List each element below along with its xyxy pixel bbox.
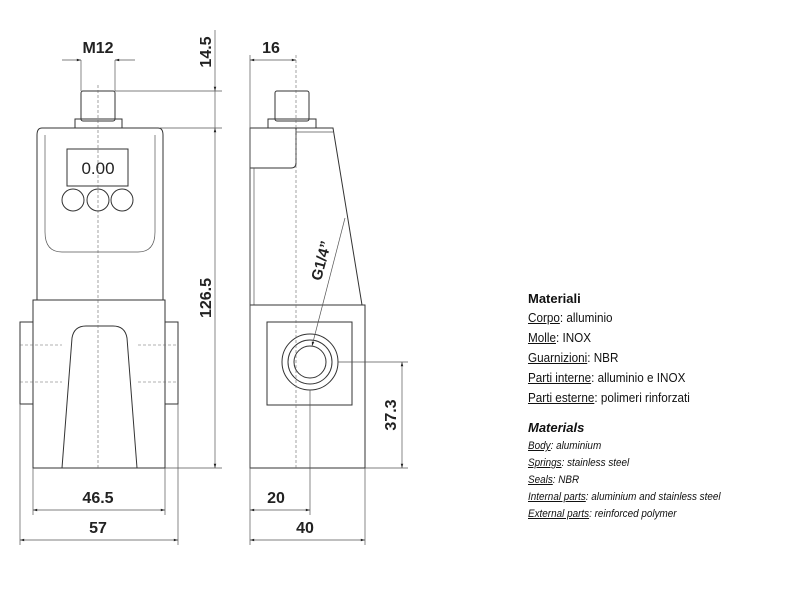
materials-legend: Materiali Corpo: alluminio Molle: INOX G… [528, 289, 742, 523]
side-dimensions: 16 20 40 37.3 [249, 40, 408, 545]
dim-14-5: 14.5 [198, 36, 215, 67]
valve-body [32, 299, 166, 469]
display-reading: 0.00 [81, 159, 114, 178]
dim-126-5: 126.5 [198, 278, 215, 318]
dim-20: 20 [267, 490, 285, 507]
sensor-housing [36, 127, 164, 301]
front-view: 0.00 [19, 85, 179, 470]
material-item: Internal parts: aluminium and stainless … [528, 491, 721, 503]
display-panel [44, 135, 156, 253]
port-face [266, 321, 353, 406]
material-item: Seals: NBR [528, 474, 580, 486]
dim-57: 57 [89, 520, 107, 537]
material-item: Parti esterne: polimeri rinforzati [528, 390, 690, 405]
right-port [164, 321, 179, 405]
front-dimensions: M12 14.5 126.5 46.5 57 [19, 30, 222, 545]
dim-16: 16 [262, 40, 280, 57]
material-item: Molle: INOX [528, 330, 592, 345]
sensor-housing-side [249, 127, 363, 306]
button-icon [61, 188, 85, 212]
dim-m12: M12 [82, 40, 113, 57]
port-thread [287, 339, 333, 385]
dim-thread: G1/4” [308, 239, 335, 282]
material-item: Guarnizioni: NBR [528, 350, 619, 365]
material-item: Parti interne: alluminio e INOX [528, 370, 686, 385]
materials-en-title: Materials [528, 420, 585, 435]
left-port [19, 321, 34, 405]
material-item: External parts: reinforced polymer [528, 508, 677, 520]
port-bore [293, 345, 327, 379]
housing-cap [250, 128, 297, 169]
material-item: Body: aluminium [528, 440, 602, 452]
port-outer [281, 333, 339, 391]
display-window [66, 148, 129, 187]
dim-40: 40 [296, 520, 314, 537]
m12-connector-side [274, 90, 310, 122]
material-item: Springs: stainless steel [528, 457, 630, 469]
materials-it-title: Materiali [528, 291, 581, 306]
body-channel [61, 325, 138, 469]
dim-46-5: 46.5 [82, 490, 113, 507]
dim-37-3: 37.3 [383, 399, 400, 430]
side-view: G1/4” [249, 55, 366, 470]
material-item: Corpo: alluminio [528, 310, 613, 325]
button-icon [110, 188, 134, 212]
